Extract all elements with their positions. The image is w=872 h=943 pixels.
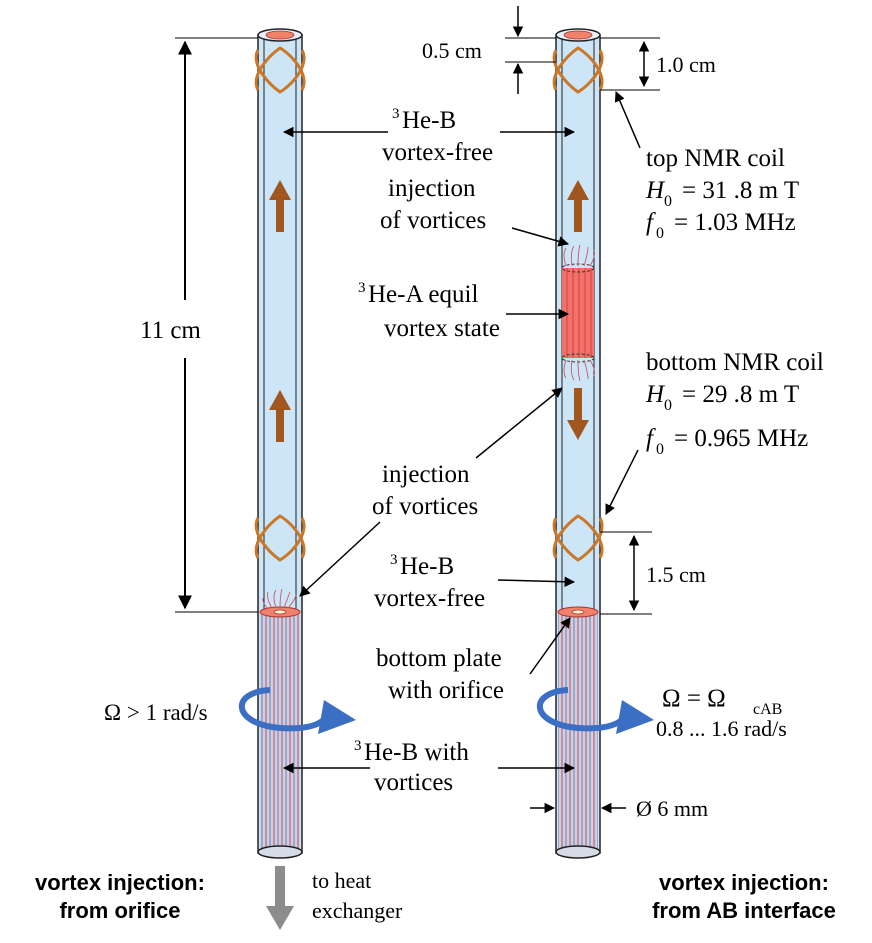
omega-right-main: Ω = Ω bbox=[662, 685, 726, 712]
top-coil-title: top NMR coil bbox=[646, 145, 785, 172]
top-coil-f-subscript: 0 bbox=[656, 225, 664, 242]
dim-11cm-lines bbox=[175, 37, 258, 613]
dim-11cm-label: 11 cm bbox=[140, 317, 201, 344]
heB-top-subtitle: vortex-free bbox=[382, 139, 493, 166]
bottom-plate-line1: bottom plate bbox=[376, 645, 502, 672]
left-bottom-coil bbox=[254, 514, 306, 562]
top-coil-h-subscript: 0 bbox=[664, 193, 672, 210]
omega-right-range: 0.8 ... 1.6 rad/s bbox=[656, 716, 787, 741]
heB-vort-name: He-B with bbox=[364, 739, 469, 766]
bottom-nmr-coil-label: bottom NMR coil H 0 = 29 .8 m T f 0 = 0.… bbox=[645, 349, 824, 458]
he-a-section bbox=[562, 268, 594, 358]
heB-vort-subtitle: vortices bbox=[374, 769, 453, 796]
heA-subtitle: vortex state bbox=[384, 315, 500, 342]
bottom-coil-h-symbol: H bbox=[645, 381, 666, 408]
dim-6mm-label: Ø 6 mm bbox=[636, 796, 708, 821]
right-rotation-arrow bbox=[536, 687, 654, 734]
he-a-spray-top bbox=[563, 244, 595, 267]
dim-15cm-label: 1.5 cm bbox=[646, 562, 706, 587]
dim-05cm-label: 0.5 cm bbox=[422, 38, 482, 63]
omega-left-label: Ω > 1 rad/s bbox=[104, 700, 208, 725]
left-rotation-arrow bbox=[238, 687, 356, 734]
left-flow-arrow-lower bbox=[269, 390, 291, 442]
left-vortex-section bbox=[260, 612, 300, 852]
left-flow-arrow-upper bbox=[269, 180, 291, 232]
injection-top-line1: injection bbox=[388, 175, 476, 202]
heat-exchanger-line1: to heat bbox=[312, 868, 371, 893]
heB-mid-superscript: 3 bbox=[390, 552, 398, 568]
injection-low-line2: of vortices bbox=[372, 493, 478, 520]
dim-15cm-lines bbox=[600, 531, 652, 615]
dim-10cm-label: 1.0 cm bbox=[656, 52, 716, 77]
heA-superscript: 3 bbox=[358, 280, 366, 296]
injection-top-line2: of vortices bbox=[380, 207, 486, 234]
right-vortex-section bbox=[558, 612, 598, 852]
heB-top-superscript: 3 bbox=[392, 106, 400, 122]
top-coil-h-value: = 31 .8 m T bbox=[682, 177, 799, 204]
left-tube-bottom-rim bbox=[257, 845, 303, 859]
bottom-coil-f-value: = 0.965 MHz bbox=[674, 425, 808, 452]
heB-vort-superscript: 3 bbox=[354, 738, 362, 754]
left-vortex-spray bbox=[262, 588, 297, 610]
right-flow-arrow-up bbox=[567, 180, 589, 232]
top-nmr-coil-label: top NMR coil H 0 = 31 .8 m T f 0 = 1.03 … bbox=[645, 145, 799, 242]
right-flow-arrow-down bbox=[567, 388, 589, 440]
bottom-coil-h-subscript: 0 bbox=[664, 397, 672, 414]
caption-left-line2: from orifice bbox=[59, 898, 180, 923]
caption-right-line2: from AB interface bbox=[652, 898, 836, 923]
injection-low-line1: injection bbox=[382, 461, 470, 488]
heB-top-name: He-B bbox=[402, 107, 456, 134]
left-top-coil bbox=[254, 46, 306, 94]
left-tube bbox=[238, 28, 356, 930]
dim-10cm-lines bbox=[600, 37, 660, 91]
right-tube bbox=[536, 28, 654, 859]
dim-05cm-lines bbox=[505, 6, 556, 94]
top-coil-h-symbol: H bbox=[645, 177, 666, 204]
heat-exchanger-arrow bbox=[266, 866, 294, 930]
caption-right-line1: vortex injection: bbox=[659, 870, 829, 895]
bottom-coil-h-value: = 29 .8 m T bbox=[682, 381, 799, 408]
heB-mid-name: He-B bbox=[400, 553, 454, 580]
right-top-coil bbox=[552, 46, 604, 94]
top-coil-f-value: = 1.03 MHz bbox=[674, 209, 796, 236]
bottom-coil-f-symbol: f bbox=[646, 425, 656, 452]
right-tube-bottom-rim bbox=[555, 845, 601, 859]
bottom-coil-f-subscript: 0 bbox=[656, 441, 664, 458]
heA-name: He-A equil bbox=[368, 281, 478, 308]
omega-right-sub: cAB bbox=[753, 701, 782, 718]
bottom-plate-line2: with orifice bbox=[388, 677, 504, 704]
caption-left-line1: vortex injection: bbox=[35, 870, 205, 895]
leader-arrows bbox=[282, 91, 641, 774]
heat-exchanger-line2: exchanger bbox=[312, 898, 403, 923]
bottom-coil-title: bottom NMR coil bbox=[646, 349, 824, 376]
top-coil-f-symbol: f bbox=[646, 209, 656, 236]
he-a-spray-bottom bbox=[563, 359, 595, 382]
heB-mid-subtitle: vortex-free bbox=[374, 585, 485, 612]
